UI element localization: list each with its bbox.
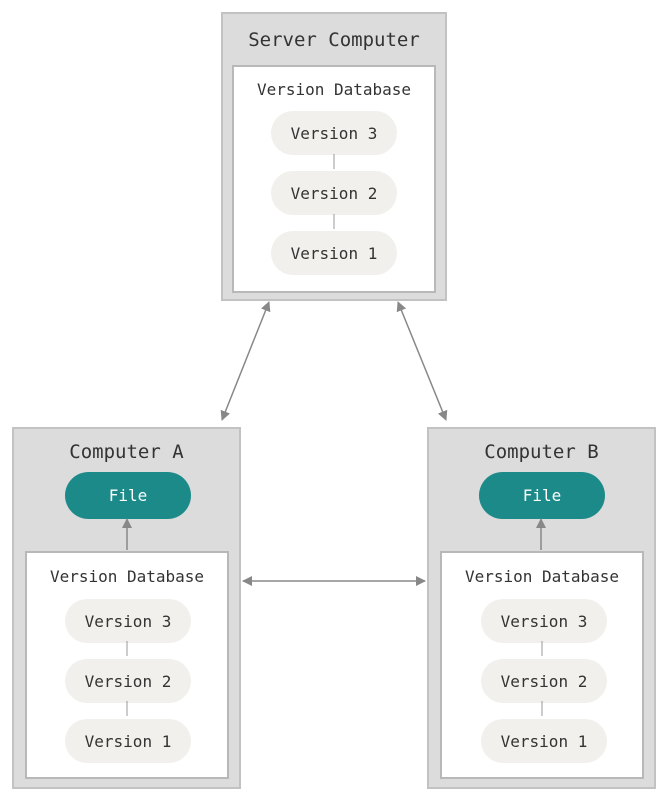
- computer-b-database-title: Version Database: [464, 567, 620, 586]
- server-computer-title: Server Computer: [248, 29, 420, 51]
- computer-a-file: File: [65, 472, 191, 519]
- server-version-2: Version 2: [271, 171, 397, 215]
- server-version-3: Version 3: [271, 111, 397, 155]
- computer-b-version-3: Version 3: [481, 599, 607, 643]
- server-version-1: Version 1: [271, 231, 397, 275]
- sync-arrow-server-computer-b: [396, 301, 448, 421]
- computer-b-version-database: Version Database Version 3 Version 2 Ver…: [440, 551, 644, 779]
- computer-b-version-2: Version 2: [481, 659, 607, 703]
- computer-b-box: Computer B File Version Database Version…: [427, 427, 656, 789]
- computer-a-version-2: Version 2: [65, 659, 191, 703]
- server-version-database: Version Database Version 3 Version 2 Ver…: [232, 65, 436, 293]
- computer-a-title: Computer A: [69, 441, 184, 463]
- computer-b-file: File: [479, 472, 605, 519]
- computer-a-box: Computer A File Version Database Version…: [12, 427, 241, 789]
- computer-a-version-database: Version Database Version 3 Version 2 Ver…: [25, 551, 229, 779]
- sync-arrow-server-computer-a: [220, 301, 271, 421]
- computer-a-version-3: Version 3: [65, 599, 191, 643]
- computer-b-version-1: Version 1: [481, 719, 607, 763]
- computer-a-database-title: Version Database: [49, 567, 205, 586]
- server-computer-box: Server Computer Version Database Version…: [221, 12, 447, 301]
- computer-a-version-1: Version 1: [65, 719, 191, 763]
- computer-b-title: Computer B: [484, 441, 599, 463]
- server-database-title: Version Database: [256, 80, 412, 99]
